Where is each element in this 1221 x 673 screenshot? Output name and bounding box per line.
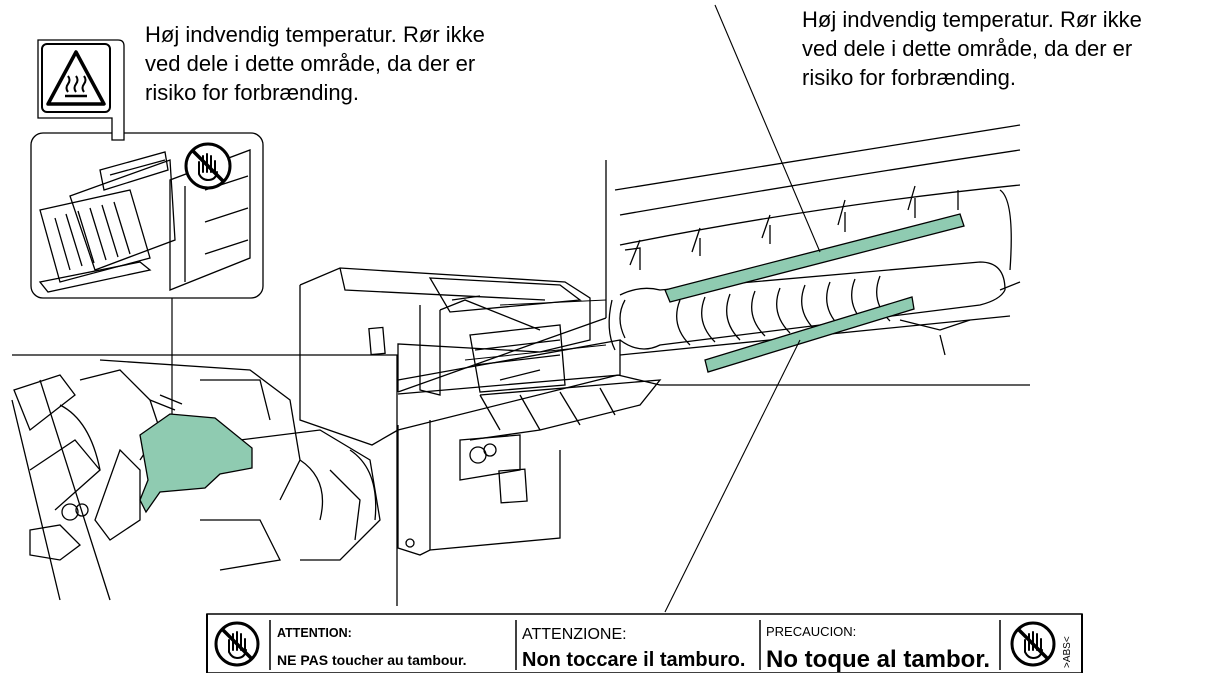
label-spanish-title: PRECAUCION: [766, 624, 856, 639]
caption-left-warning: Høj indvendig temperatur. Rør ikke ved d… [145, 22, 485, 105]
detail-view-left [11, 354, 398, 606]
label-material-code: >ABS< [1062, 636, 1073, 668]
hot-surface-warning-icon [41, 43, 111, 113]
no-touch-hand-icon-left [214, 621, 260, 667]
printer-body [299, 160, 662, 556]
label-french-text: NE PAS toucher au tambour. [277, 652, 467, 668]
right-view-baseline [617, 374, 1030, 386]
drum-label-pointer-line [664, 339, 801, 613]
no-touch-hand-icon-right [1010, 621, 1056, 667]
label-spanish-text: No toque al tambor. [766, 646, 990, 673]
hot-area-right-top-highlight [664, 213, 965, 303]
zoom-connector-lines [397, 317, 619, 431]
label-italian-title: ATTENZIONE: [522, 626, 627, 643]
right-caption-pointer-line [714, 4, 821, 253]
hot-area-left-highlight [139, 413, 253, 514]
label-french-title: ATTENTION: [277, 626, 352, 640]
label-italian-text: Non toccare il tamburo. [522, 649, 745, 671]
caption-right-warning: Høj indvendig temperatur. Rør ikke ved d… [802, 7, 1142, 90]
fuser-slot-lines [464, 299, 607, 361]
no-touch-hand-icon [184, 142, 232, 190]
drum-warning-label: ATTENTION: NE PAS toucher au tambour. AT… [206, 613, 1083, 673]
hot-area-right-bottom-highlight [704, 296, 915, 373]
